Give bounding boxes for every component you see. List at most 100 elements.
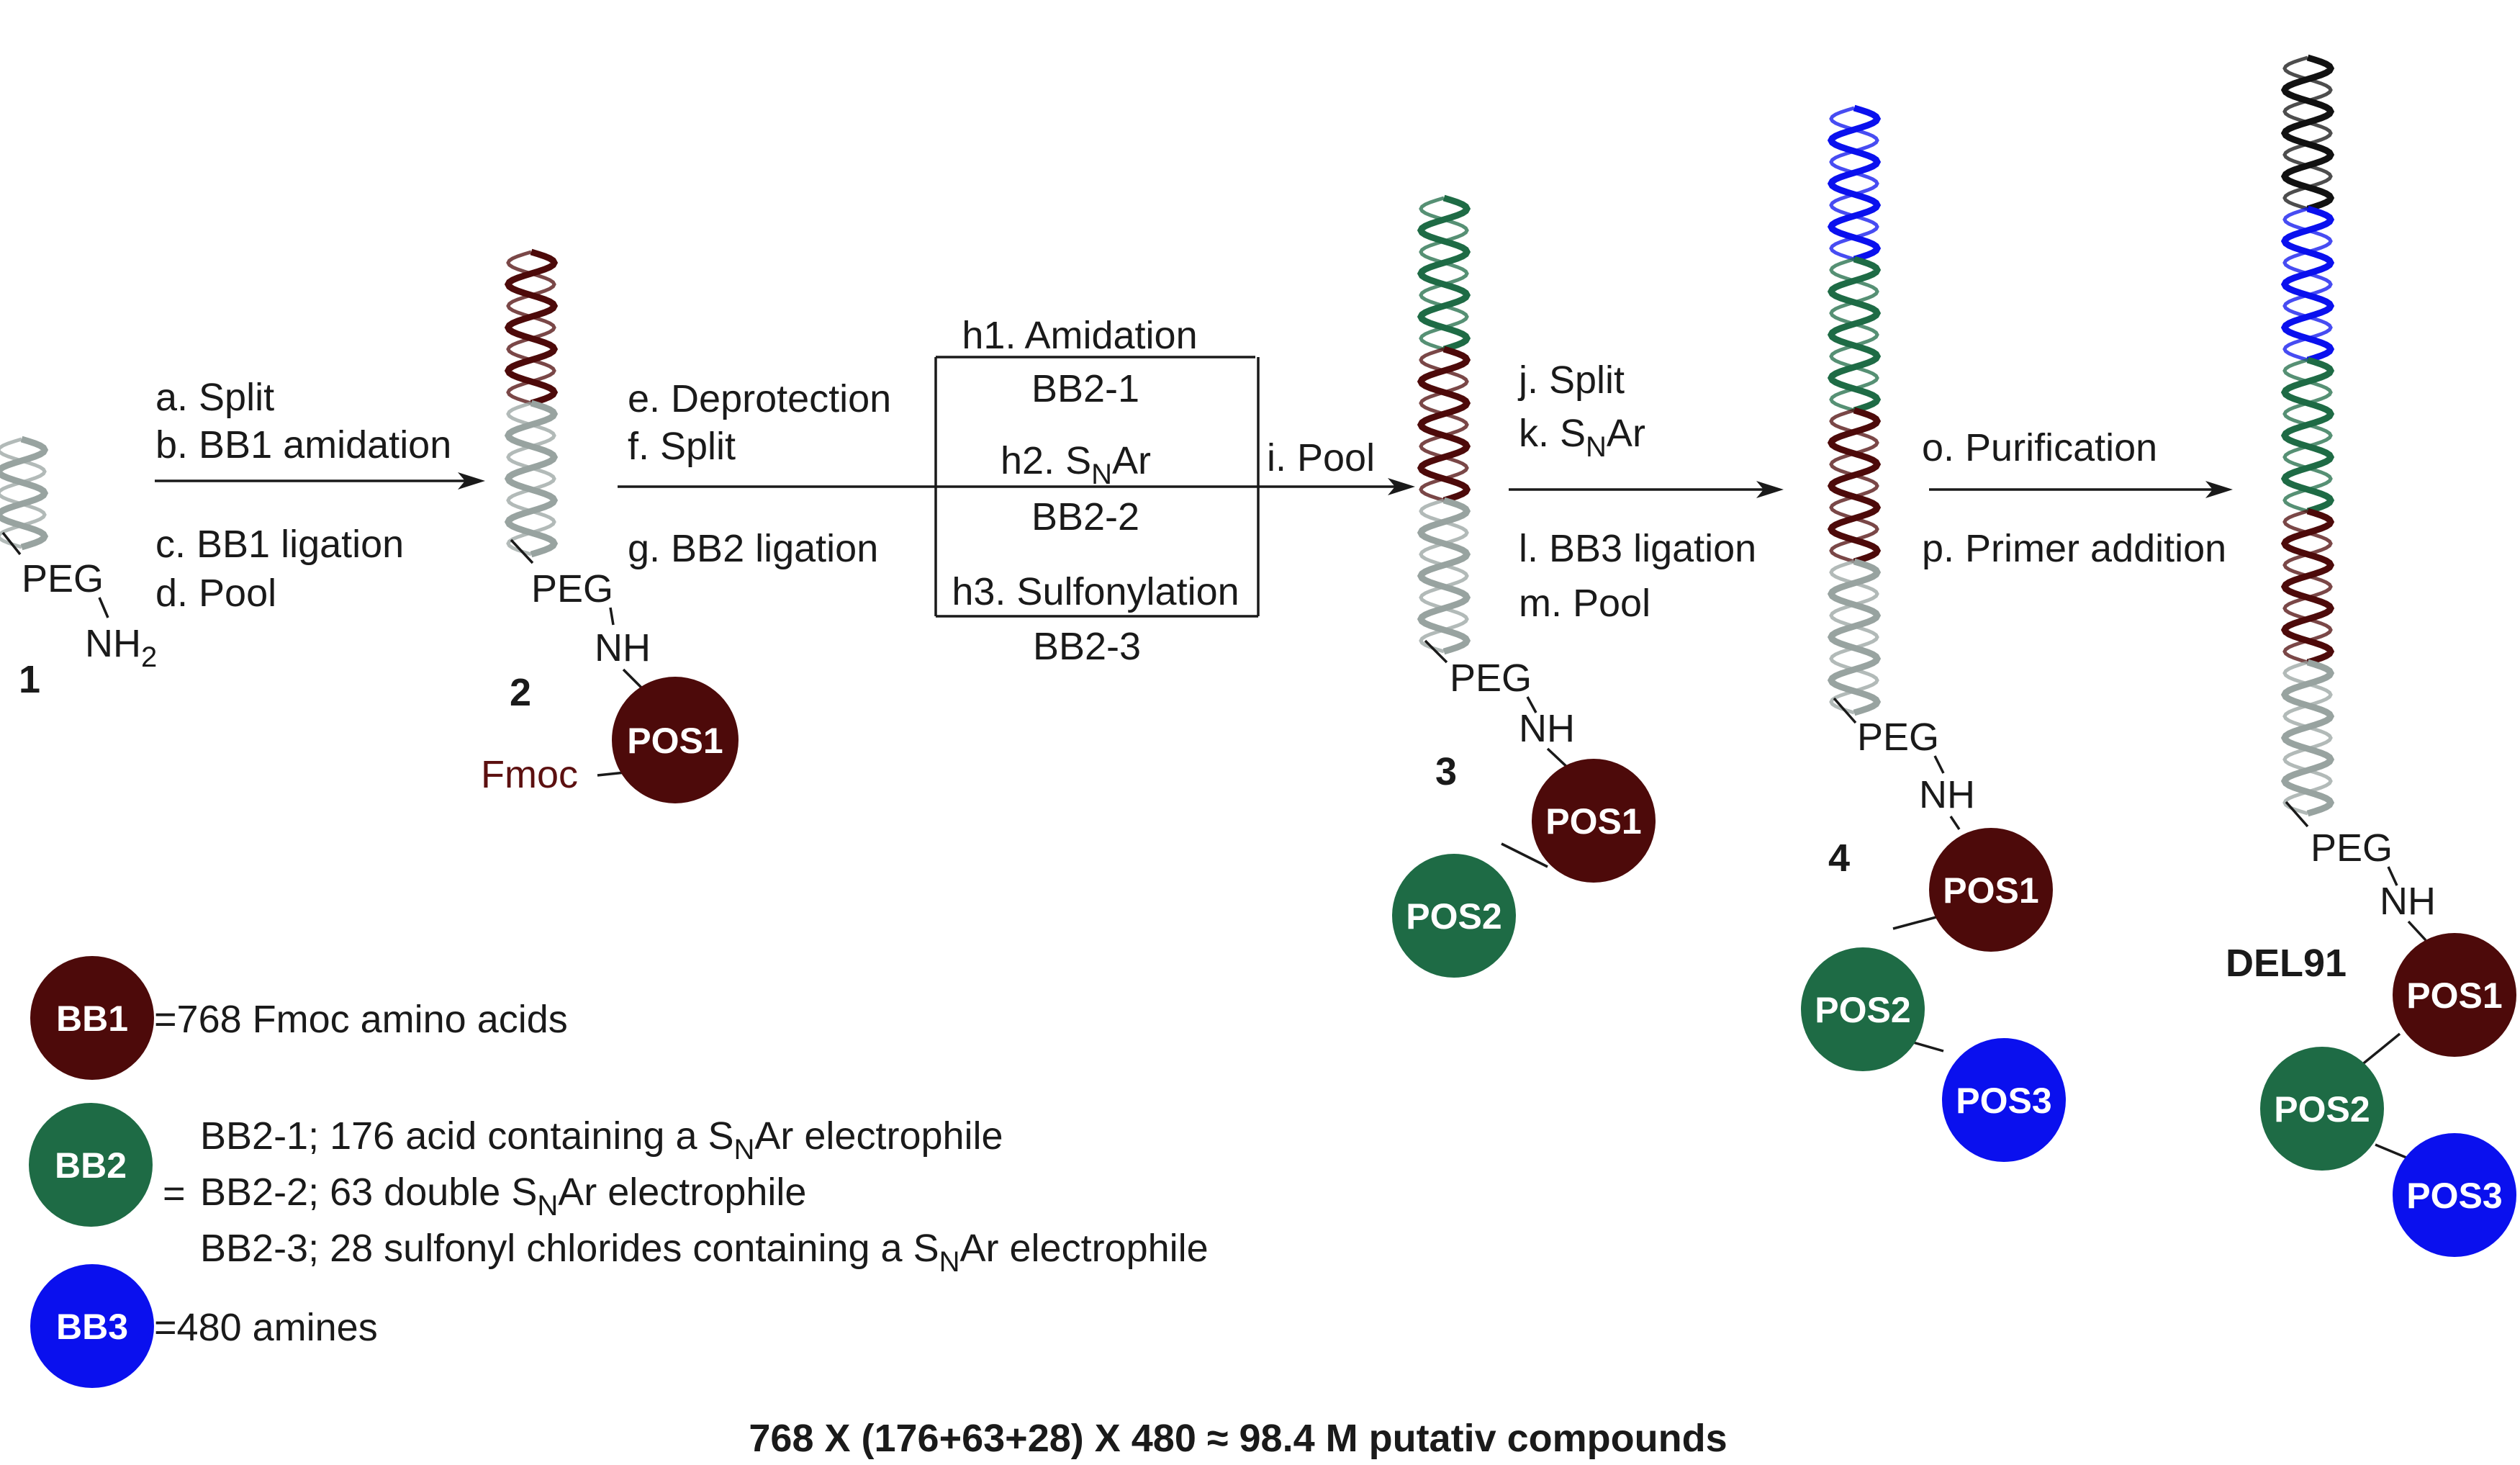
dna-strand: [0, 436, 49, 551]
peg-label-del: PEG: [2311, 826, 2393, 870]
pos2-node-3: [1392, 854, 1516, 978]
bb2-badge-label: BB2: [55, 1145, 127, 1186]
dna-strand: [1419, 498, 1469, 654]
arrowhead-icon: [1388, 478, 1415, 495]
bb3-description: =480 amines: [154, 1306, 378, 1349]
arrowhead-icon: [2205, 481, 2233, 498]
step-d: d. Pool: [155, 572, 276, 615]
step-l: l. BB3 ligation: [1519, 527, 1756, 570]
pos1-label-del: POS1: [2406, 975, 2502, 1016]
nh-label-4: NH: [1919, 773, 1975, 816]
pos1-node-4: [1929, 828, 2053, 952]
reaction-arrow-2: e. Deprotection f. Split g. BB2 ligation…: [618, 314, 1415, 668]
peg-label-4: PEG: [1857, 716, 1939, 759]
bb1-badge: [30, 956, 154, 1080]
step-h3: h3. Sulfonylation: [952, 570, 1239, 613]
pos1-label-4: POS1: [1943, 870, 2038, 911]
dna-strand: [2280, 508, 2335, 666]
dna-helix-2: [504, 248, 559, 558]
bb2-1-label: BB2-1: [1031, 367, 1139, 410]
compound-number-4: 4: [1828, 837, 1850, 880]
dna-strand: [1827, 256, 1882, 414]
dna-strand: [2282, 660, 2333, 816]
peg-label-3: PEG: [1450, 657, 1532, 700]
bb2-2-label: BB2-2: [1031, 495, 1139, 538]
compound-4: PEG NH POS1 POS2 POS3 4: [1801, 697, 2066, 1162]
step-k: k. SNAr: [1519, 412, 1645, 463]
dna-strand: [2282, 207, 2333, 362]
dna-helix-del: [2280, 54, 2335, 817]
compound-del91: PEG NH POS1 POS2 POS3 DEL91: [2226, 801, 2516, 1257]
bb3-badge: [30, 1264, 154, 1388]
step-c: c. BB1 ligation: [155, 523, 404, 566]
compound-name-del91: DEL91: [2226, 942, 2347, 985]
bb2-3-description: BB2-3; 28 sulfonyl chlorides containing …: [200, 1227, 1209, 1278]
step-o: o. Purification: [1922, 426, 2157, 469]
legend-bb1: BB1 =768 Fmoc amino acids: [30, 956, 568, 1080]
legend-bb3: BB3 =480 amines: [30, 1264, 378, 1388]
fmoc-label: Fmoc: [481, 753, 578, 796]
dna-strand: [2282, 55, 2333, 211]
dna-strand: [2280, 659, 2335, 817]
bb1-badge-label: BB1: [56, 999, 128, 1039]
step-h1: h1. Amidation: [962, 314, 1197, 357]
dna-helix-4: [1827, 104, 1882, 716]
bb2-2-description: BB2-2; 63 double SNAr electrophile: [200, 1171, 806, 1222]
pos3-label-del: POS3: [2406, 1176, 2502, 1216]
bb3-badge-label: BB3: [56, 1307, 128, 1347]
step-m: m. Pool: [1519, 582, 1650, 625]
pos3-label-4: POS3: [1956, 1081, 2051, 1121]
peg-label-1: PEG: [22, 557, 104, 600]
pos2-label-4: POS2: [1815, 990, 1910, 1030]
pos3-node-4: [1942, 1038, 2066, 1162]
legend-bb2: BB2 = BB2-1; 176 acid containing a SNAr …: [29, 1103, 1209, 1278]
pos2-node-4: [1801, 947, 1925, 1071]
dna-strand: [2282, 358, 2333, 513]
reaction-options-box: h1. Amidation BB2-1 h2. SNAr BB2-2 h3. S…: [934, 314, 1260, 668]
dna-helix-1: [0, 436, 49, 551]
step-a: a. Split: [155, 376, 274, 419]
dna-strand: [1829, 408, 1879, 564]
dna-helix-3: [1417, 194, 1471, 655]
reaction-arrow-3: j. Split k. SNAr l. BB3 ligation m. Pool: [1509, 359, 1784, 625]
pos1-label-2: POS1: [627, 721, 723, 761]
dna-strand: [506, 250, 556, 405]
pos3-node-del: [2393, 1133, 2516, 1257]
pos2-label-del: POS2: [2274, 1089, 2370, 1130]
step-b: b. BB1 amidation: [155, 423, 451, 466]
dna-strand: [1419, 196, 1469, 351]
bb2-badge: [29, 1103, 153, 1227]
pos1-node-del: [2393, 933, 2516, 1057]
step-j: j. Split: [1517, 359, 1625, 402]
legend: BB1 =768 Fmoc amino acids BB2 = BB2-1; 1…: [29, 956, 1209, 1388]
compound-2: PEG NH Fmoc POS1 2: [481, 538, 739, 803]
step-h2: h2. SNAr: [1001, 439, 1151, 490]
dna-strand: [1419, 347, 1469, 502]
reaction-arrow-4: o. Purification p. Primer addition: [1922, 426, 2233, 570]
dna-strand: [2280, 54, 2335, 212]
dna-strand: [1829, 559, 1879, 715]
step-g: g. BB2 ligation: [628, 527, 878, 570]
dna-strand: [1417, 497, 1471, 655]
dna-layer: [0, 54, 2335, 817]
dna-strand: [2282, 509, 2333, 664]
dna-strand: [1417, 346, 1471, 504]
bb1-description: =768 Fmoc amino acids: [154, 998, 568, 1041]
dna-strand: [2280, 356, 2335, 515]
dna-strand: [1827, 104, 1882, 263]
compound-1: PEG NH2 1: [1, 531, 157, 701]
nh-label-del: NH: [2380, 880, 2436, 923]
nh2-label-1: NH2: [85, 622, 157, 673]
dna-strand: [506, 401, 556, 556]
step-i: i. Pool: [1267, 436, 1375, 479]
peg-label-2: PEG: [531, 567, 613, 610]
dna-strand: [1829, 257, 1879, 413]
step-p: p. Primer addition: [1922, 527, 2226, 570]
pos1-label-3: POS1: [1545, 801, 1641, 842]
nh-label-3: NH: [1519, 707, 1575, 750]
arrowhead-icon: [458, 472, 485, 490]
pos2-node-del: [2260, 1047, 2384, 1171]
step-e: e. Deprotection: [628, 377, 891, 420]
bb2-equals: =: [163, 1172, 186, 1215]
dna-strand: [504, 400, 559, 558]
